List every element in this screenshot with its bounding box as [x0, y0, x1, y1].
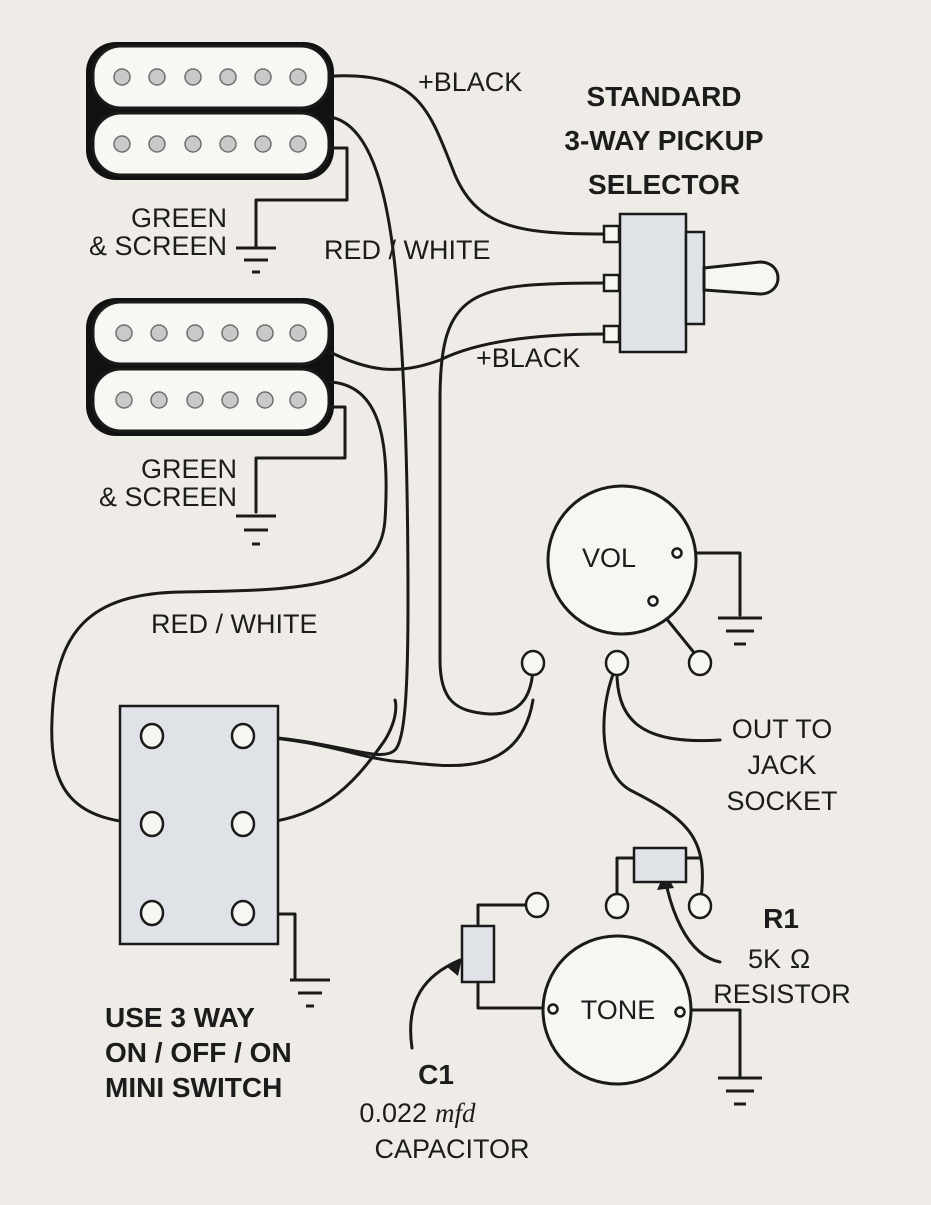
neck-black-label: +BLACK [418, 67, 522, 97]
ground-icon [290, 978, 330, 1008]
green-screen-top-line-2: & SCREEN [89, 231, 227, 261]
potentiometer-icon [524, 891, 693, 1086]
ground-icon [236, 246, 276, 274]
red-white-top-label: RED / WHITE [324, 235, 491, 265]
resistor-icon [604, 846, 713, 920]
capacitor-icon [460, 924, 496, 984]
selector-line-2: 3-WAY PICKUP [564, 125, 763, 156]
ground-icon [718, 616, 762, 646]
tone-label: TONE [581, 995, 656, 1025]
c1-title: C1 [418, 1059, 454, 1090]
out-jack-line-1: OUT TO [732, 714, 833, 744]
mini-switch-line-2: ON / OFF / ON [105, 1037, 292, 1068]
pole-pieces-top-coil [115, 324, 307, 342]
ground-icon [236, 514, 276, 546]
potentiometer-icon [520, 484, 713, 677]
r1-title: R1 [763, 903, 799, 934]
ground-icon [718, 1076, 762, 1106]
mini-switch-note: USE 3 WAY ON / OFF / ON MINI SWITCH [105, 1002, 292, 1103]
out-jack-line-2: JACK [747, 750, 816, 780]
r1-value: 5K [748, 944, 781, 974]
selector-line-1: STANDARD [586, 81, 741, 112]
pole-pieces-top-coil [113, 68, 307, 86]
pole-pieces-bottom-coil [113, 135, 307, 153]
toggle-switch-icon [602, 212, 780, 354]
selector-line-3: SELECTOR [588, 169, 740, 200]
c1-name: CAPACITOR [374, 1134, 529, 1164]
out-jack-line-3: SOCKET [726, 786, 837, 816]
bridge-pickup-icon [86, 298, 334, 436]
green-screen-bottom-line-2: & SCREEN [99, 482, 237, 512]
vol-label: VOL [582, 543, 636, 573]
mini-switch-line-1: USE 3 WAY [105, 1002, 255, 1033]
green-screen-bottom-line-1: GREEN [141, 454, 237, 484]
green-screen-top-line-1: GREEN [131, 203, 227, 233]
neck-pickup-icon [86, 42, 334, 180]
mini-switch-icon [118, 704, 280, 946]
wires [50, 74, 742, 1078]
selector-title: STANDARD 3-WAY PICKUP SELECTOR [564, 81, 763, 200]
red-white-bottom-label: RED / WHITE [151, 609, 318, 639]
ohm-symbol: Ω [790, 944, 810, 974]
bridge-black-label: +BLACK [476, 343, 580, 373]
r1-name: RESISTOR [713, 979, 851, 1009]
c1-value: 0.022 [359, 1098, 427, 1128]
pole-pieces-bottom-coil [115, 391, 307, 409]
c1-unit: mfd [435, 1098, 476, 1128]
mini-switch-line-3: MINI SWITCH [105, 1072, 282, 1103]
